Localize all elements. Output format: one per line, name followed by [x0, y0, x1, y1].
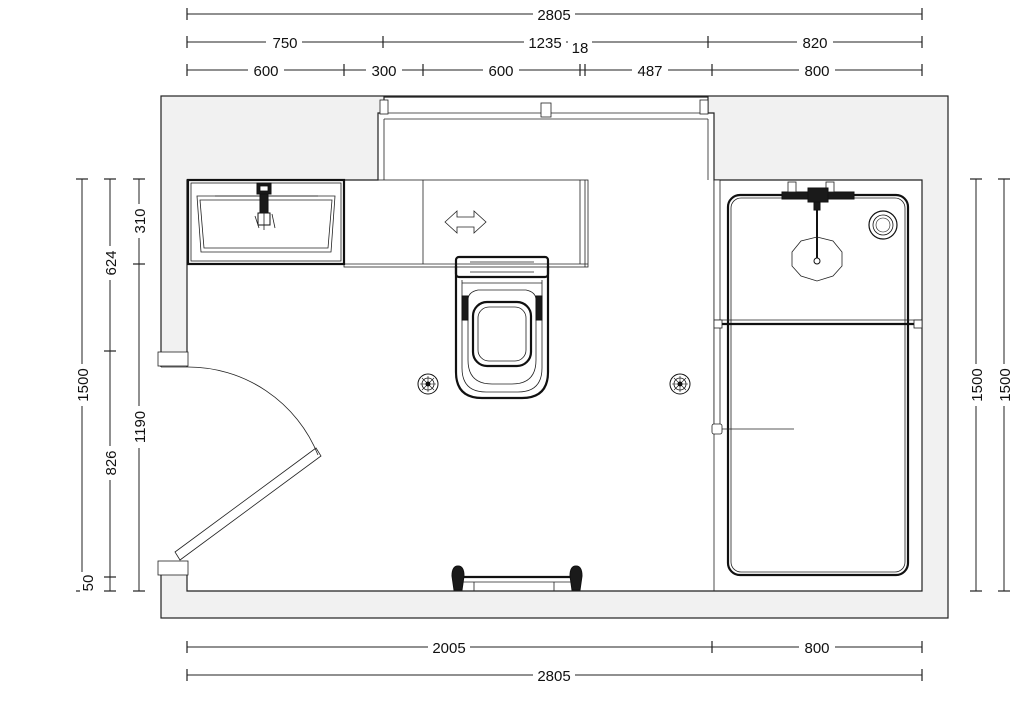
toilet [454, 255, 550, 400]
dim-bottom-800: 800 [804, 640, 829, 657]
dim-top-487: 487 [637, 63, 662, 80]
dim-left-624: 624 [103, 250, 120, 275]
floor-drain-icon [669, 373, 691, 395]
floor-drain-icon [417, 373, 439, 395]
dim-left-1190: 1190 [132, 411, 149, 443]
dim-top-600-b: 600 [488, 63, 513, 80]
door [157, 351, 322, 576]
bottom-dimensions: 2005 800 2805 [186, 639, 923, 685]
dim-left-50: 50 [80, 575, 97, 592]
shower-waste-icon [868, 210, 898, 240]
dim-bottom-total: 2805 [537, 668, 570, 685]
wash-basin [186, 178, 346, 266]
dim-top-800: 800 [804, 63, 829, 80]
basin-tap-icon [254, 182, 276, 230]
dim-right-1500-a: 1500 [969, 368, 986, 401]
dim-left-1500: 1500 [75, 368, 92, 401]
dim-left-826: 826 [103, 450, 120, 475]
dim-top-600-a: 600 [253, 63, 278, 80]
shower-head-icon [781, 181, 855, 282]
top-dimensions: 2805 750 1235 18 820 600 300 600 487 800 [186, 6, 923, 80]
dim-bottom-2005: 2005 [432, 640, 465, 657]
towel-rail [451, 565, 583, 591]
dim-top-total: 2805 [537, 7, 570, 24]
dim-top-820: 820 [802, 35, 827, 52]
left-dimensions: 1500 624 826 50 310 1190 [74, 178, 149, 594]
double-arrow-icon [444, 210, 487, 234]
right-dimensions: 1500 1500 [968, 178, 1014, 592]
dim-top-1235: 1235 [528, 35, 561, 52]
window-niche [378, 99, 714, 180]
dim-top-18: 18 [572, 40, 589, 57]
room-walls [158, 95, 949, 619]
shower-screen [711, 179, 923, 435]
dim-top-750: 750 [272, 35, 297, 52]
dim-top-300: 300 [371, 63, 396, 80]
dim-right-1500-b: 1500 [997, 368, 1014, 401]
dim-left-310: 310 [132, 208, 149, 233]
